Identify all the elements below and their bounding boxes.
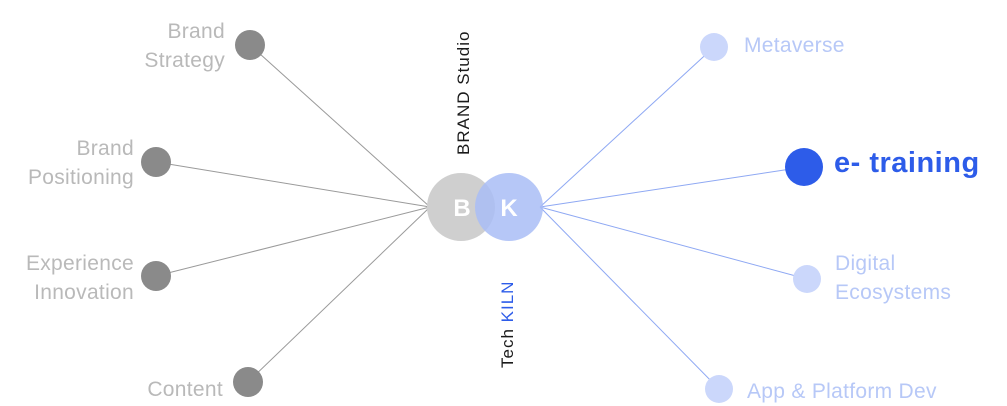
connector-brand-strategy [249,44,431,208]
hub-k-letter: K [500,195,518,222]
node-brand-positioning[interactable] [141,147,171,177]
label-brand-positioning[interactable]: Brand Positioning [27,137,134,189]
connector-metaverse [539,46,715,208]
hub-b-circle [427,173,495,241]
label-brand-strategy[interactable]: Brand Strategy [144,20,225,72]
node-e-training[interactable] [785,148,823,186]
label-e-training[interactable]: e- training [834,147,980,179]
tech-kiln-prefix: Tech [498,322,517,368]
connector-content [247,206,431,383]
connector-digital-ecosystems [539,206,808,280]
node-metaverse[interactable] [700,33,728,61]
label-metaverse[interactable]: Metaverse [744,34,845,57]
hub-b-letter: B [453,195,470,222]
hub-k-circle [475,173,543,241]
node-app-platform-dev[interactable] [705,375,733,403]
node-experience-innovation[interactable] [141,261,171,291]
label-app-platform-dev[interactable]: App & Platform Dev [747,380,937,403]
node-brand-strategy[interactable] [235,30,265,60]
connector-app-platform-dev [539,206,720,390]
node-content[interactable] [233,367,263,397]
connector-brand-positioning [155,161,431,208]
label-experience-innovation[interactable]: Experience Innovation [25,252,134,304]
node-digital-ecosystems[interactable] [793,265,821,293]
connector-e-training [539,166,805,208]
tech-kiln-accent: KILN [498,280,517,323]
tech-kiln-caption: Tech KILN [498,281,518,368]
brand-studio-caption: BRAND Studio [454,30,473,155]
label-content[interactable]: Content [147,378,223,401]
label-digital-ecosystems[interactable]: Digital Ecosystems [835,252,952,304]
connector-experience-innovation [155,206,431,277]
